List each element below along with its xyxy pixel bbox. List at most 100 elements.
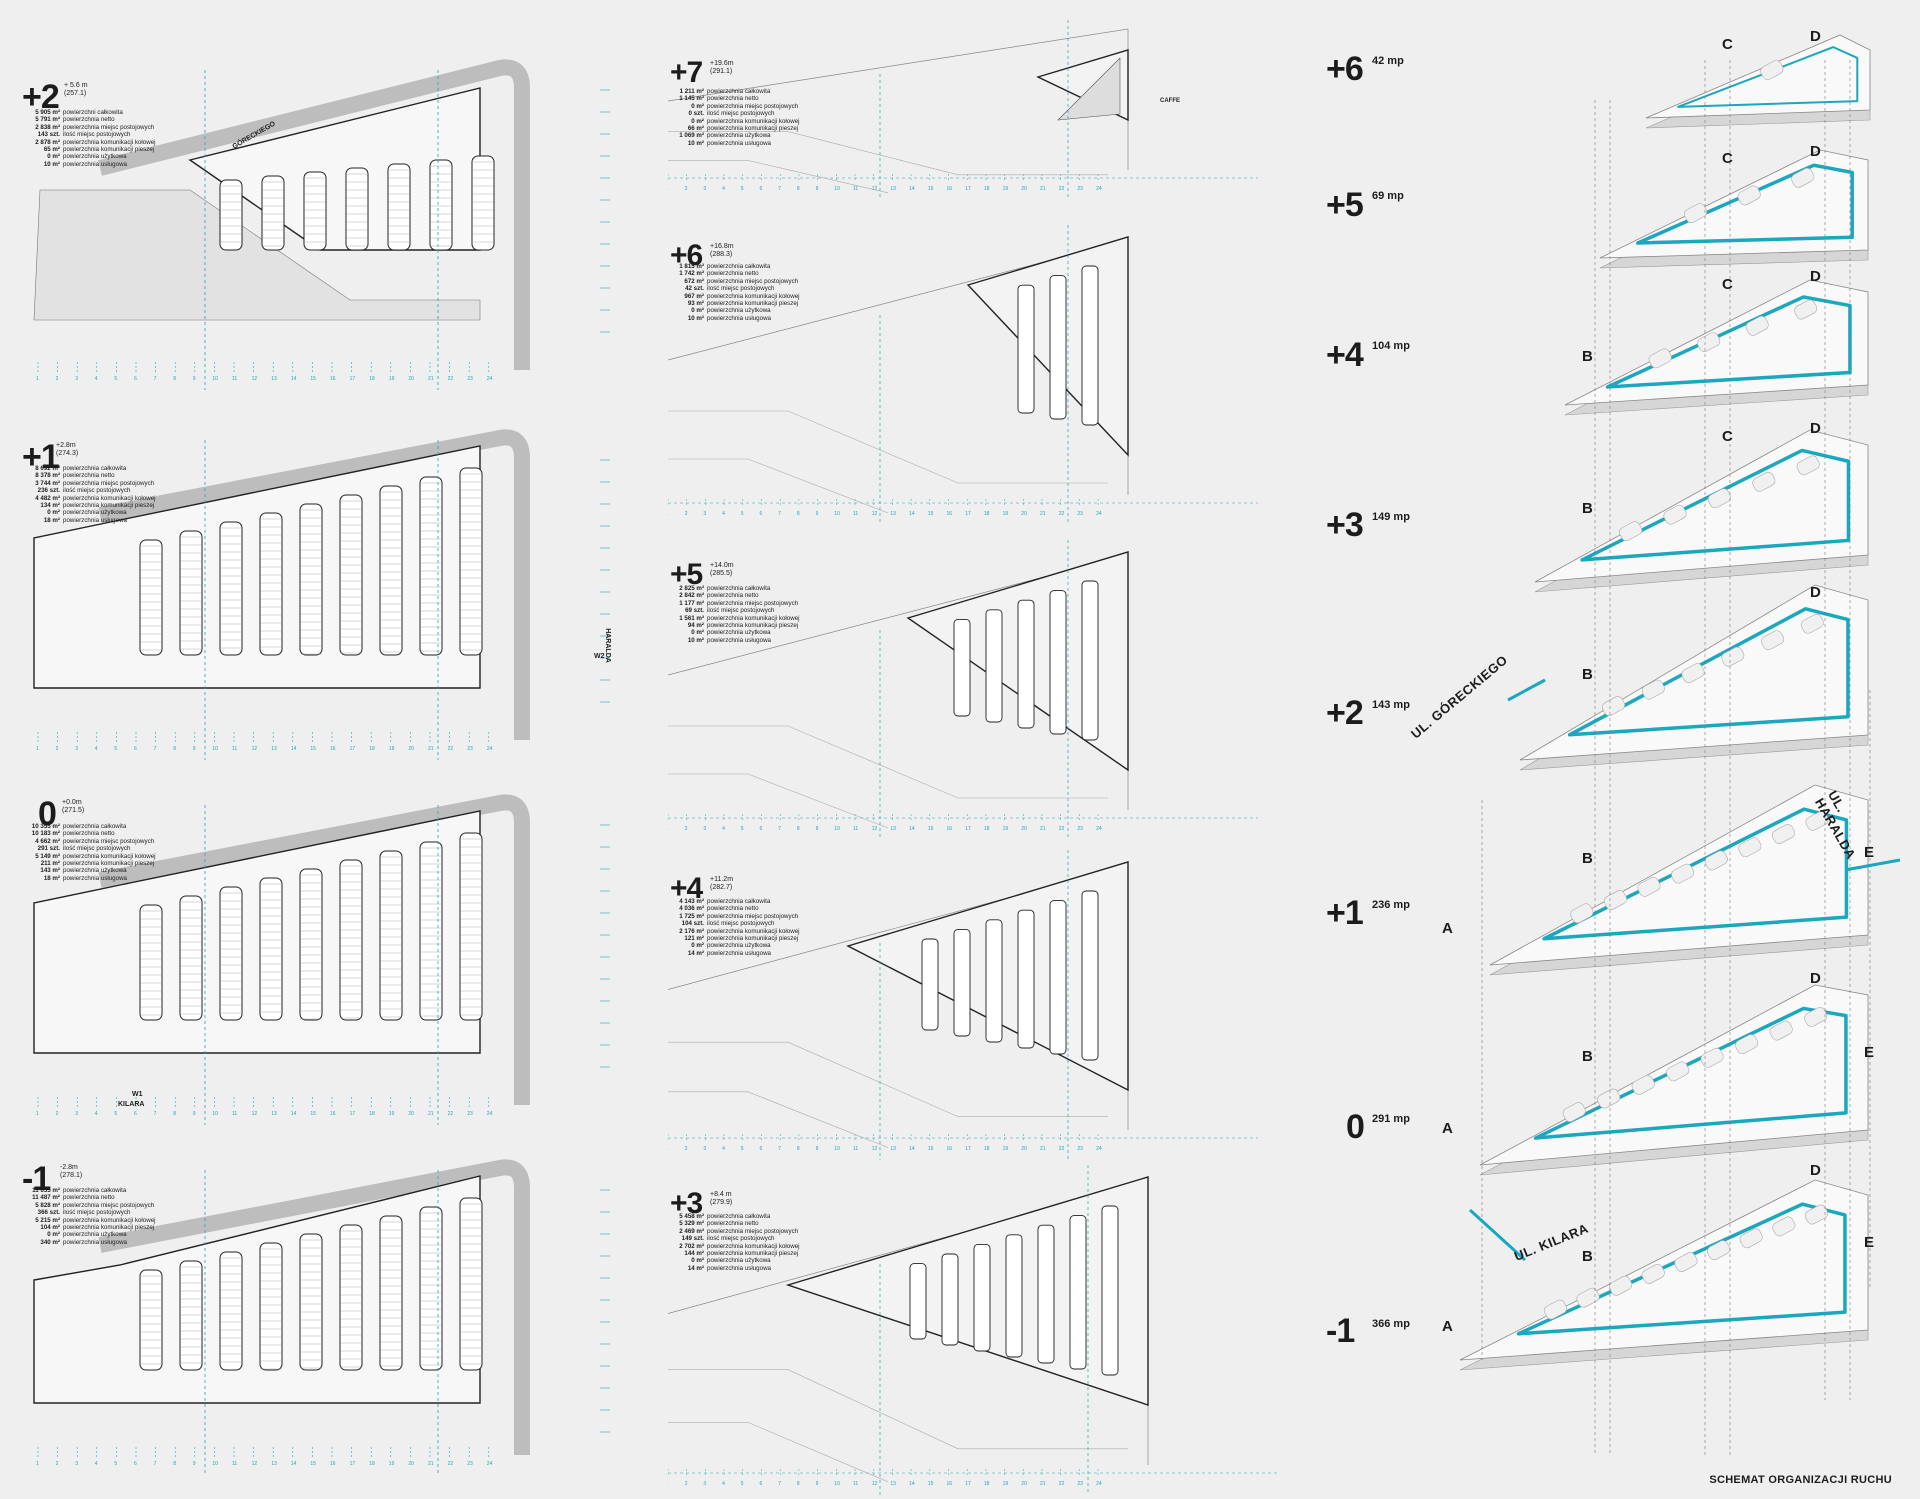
svg-text:2: 2 xyxy=(56,1461,59,1467)
outer-wall xyxy=(98,59,530,370)
svg-text:6: 6 xyxy=(760,826,763,832)
svg-text:2: 2 xyxy=(685,1481,688,1487)
stat-value: 10 m² xyxy=(43,160,60,168)
svg-text:4: 4 xyxy=(95,1461,98,1467)
stat-value: 291 szt. xyxy=(37,845,60,853)
svg-text:20: 20 xyxy=(408,376,414,382)
iso-parking-count: 104 mp xyxy=(1372,340,1410,352)
parking-islands xyxy=(921,890,1099,1061)
iso-level-number: +4 xyxy=(1326,336,1364,374)
stat-label: powierzchnia miejsc postojowych xyxy=(707,1227,799,1235)
svg-text:20: 20 xyxy=(1021,186,1027,192)
level-elevation: +2.8m(274.3) xyxy=(56,442,79,457)
iso-level-number: +3 xyxy=(1326,506,1364,544)
svg-text:15: 15 xyxy=(928,1146,934,1152)
parking-islands xyxy=(1760,60,1784,80)
stat-value: 11 655 m² xyxy=(32,1187,60,1194)
exit-route-goreckiego xyxy=(1507,678,1546,702)
stat-value: 5 458 m² xyxy=(679,1213,704,1220)
stat-label: ilość miejsc postojowych xyxy=(63,845,131,853)
level-elevation: +8.4 m(279.9) xyxy=(710,1191,733,1206)
stat-value: 0 m² xyxy=(691,629,704,637)
stat-value: 5 329 m² xyxy=(679,1220,704,1228)
stat-label: ilość miejsc postojowych xyxy=(63,1209,131,1217)
stat-value: 0 m² xyxy=(691,102,704,110)
svg-text:18: 18 xyxy=(369,1111,375,1117)
stat-label: ilość miejsc postojowych xyxy=(707,920,775,928)
parking-islands xyxy=(219,155,495,251)
iso-slab xyxy=(1489,784,1869,976)
parking-islands xyxy=(1648,299,1818,369)
svg-text:16: 16 xyxy=(947,1146,953,1152)
svg-text:5: 5 xyxy=(114,1461,117,1467)
stat-value: 2 702 m² xyxy=(679,1242,704,1250)
svg-text:4: 4 xyxy=(722,1146,725,1152)
svg-text:10: 10 xyxy=(834,826,840,832)
svg-text:12: 12 xyxy=(872,186,878,192)
level-elevation: +14.0m(285.5) xyxy=(710,562,734,577)
stat-value: 18 m² xyxy=(43,874,60,882)
svg-text:19: 19 xyxy=(1003,1146,1009,1152)
stat-label: powierzchnia komunikacji pieszej xyxy=(707,935,799,943)
svg-text:14: 14 xyxy=(291,746,297,752)
stat-value: 144 m² xyxy=(684,1250,704,1258)
svg-text:23: 23 xyxy=(1077,826,1083,832)
access-letter-b: B xyxy=(1582,850,1593,867)
svg-text:16: 16 xyxy=(330,1461,336,1467)
cafe-label: CAFFE xyxy=(1160,98,1180,104)
svg-text:2: 2 xyxy=(56,376,59,382)
svg-text:22: 22 xyxy=(448,1111,454,1117)
svg-text:10: 10 xyxy=(834,1481,840,1487)
svg-text:6: 6 xyxy=(134,376,137,382)
svg-text:22: 22 xyxy=(1059,186,1065,192)
svg-text:6: 6 xyxy=(760,511,763,517)
stat-label: powierzchnia całkowita xyxy=(707,88,771,95)
stat-value: 10 355 m² xyxy=(31,823,60,830)
svg-text:15: 15 xyxy=(928,186,934,192)
traffic-route xyxy=(1580,448,1851,562)
level-number: +5 xyxy=(670,558,703,591)
svg-text:11: 11 xyxy=(853,1481,858,1487)
access-letter-b: B xyxy=(1582,1248,1593,1265)
level-number: +6 xyxy=(670,239,703,272)
stat-value: 104 m² xyxy=(40,1224,60,1232)
level-elevation: +11.2m(282.7) xyxy=(710,876,734,891)
stat-row: 291 szt.ilość miejsc postojowych xyxy=(24,845,156,852)
svg-text:6: 6 xyxy=(134,1461,137,1467)
iso-parking-count: 149 mp xyxy=(1372,511,1410,523)
svg-text:7: 7 xyxy=(778,826,781,832)
iso-level-number: +6 xyxy=(1326,50,1364,88)
slab-outline xyxy=(785,1176,1149,1406)
svg-text:3: 3 xyxy=(75,1111,78,1117)
stat-value: 4 143 m² xyxy=(679,898,704,905)
access-letter-d: D xyxy=(1810,1162,1821,1179)
stat-value: 104 szt. xyxy=(681,920,704,928)
svg-text:11: 11 xyxy=(853,1146,858,1152)
parking-islands xyxy=(139,1197,483,1371)
stat-label: powierzchnia użytkowa xyxy=(707,307,771,315)
svg-text:10: 10 xyxy=(212,1111,218,1117)
svg-text:15: 15 xyxy=(310,376,316,382)
stat-value: 0 m² xyxy=(691,942,704,950)
access-letter-c: C xyxy=(1722,428,1733,445)
stat-label: powierzchnia netto xyxy=(707,270,759,278)
parking-islands xyxy=(139,467,483,656)
stat-label: powierzchnia całkowita xyxy=(707,1213,771,1220)
stat-row: 143 szt.ilość miejsc postojowych xyxy=(24,131,156,138)
svg-text:3: 3 xyxy=(703,1146,706,1152)
